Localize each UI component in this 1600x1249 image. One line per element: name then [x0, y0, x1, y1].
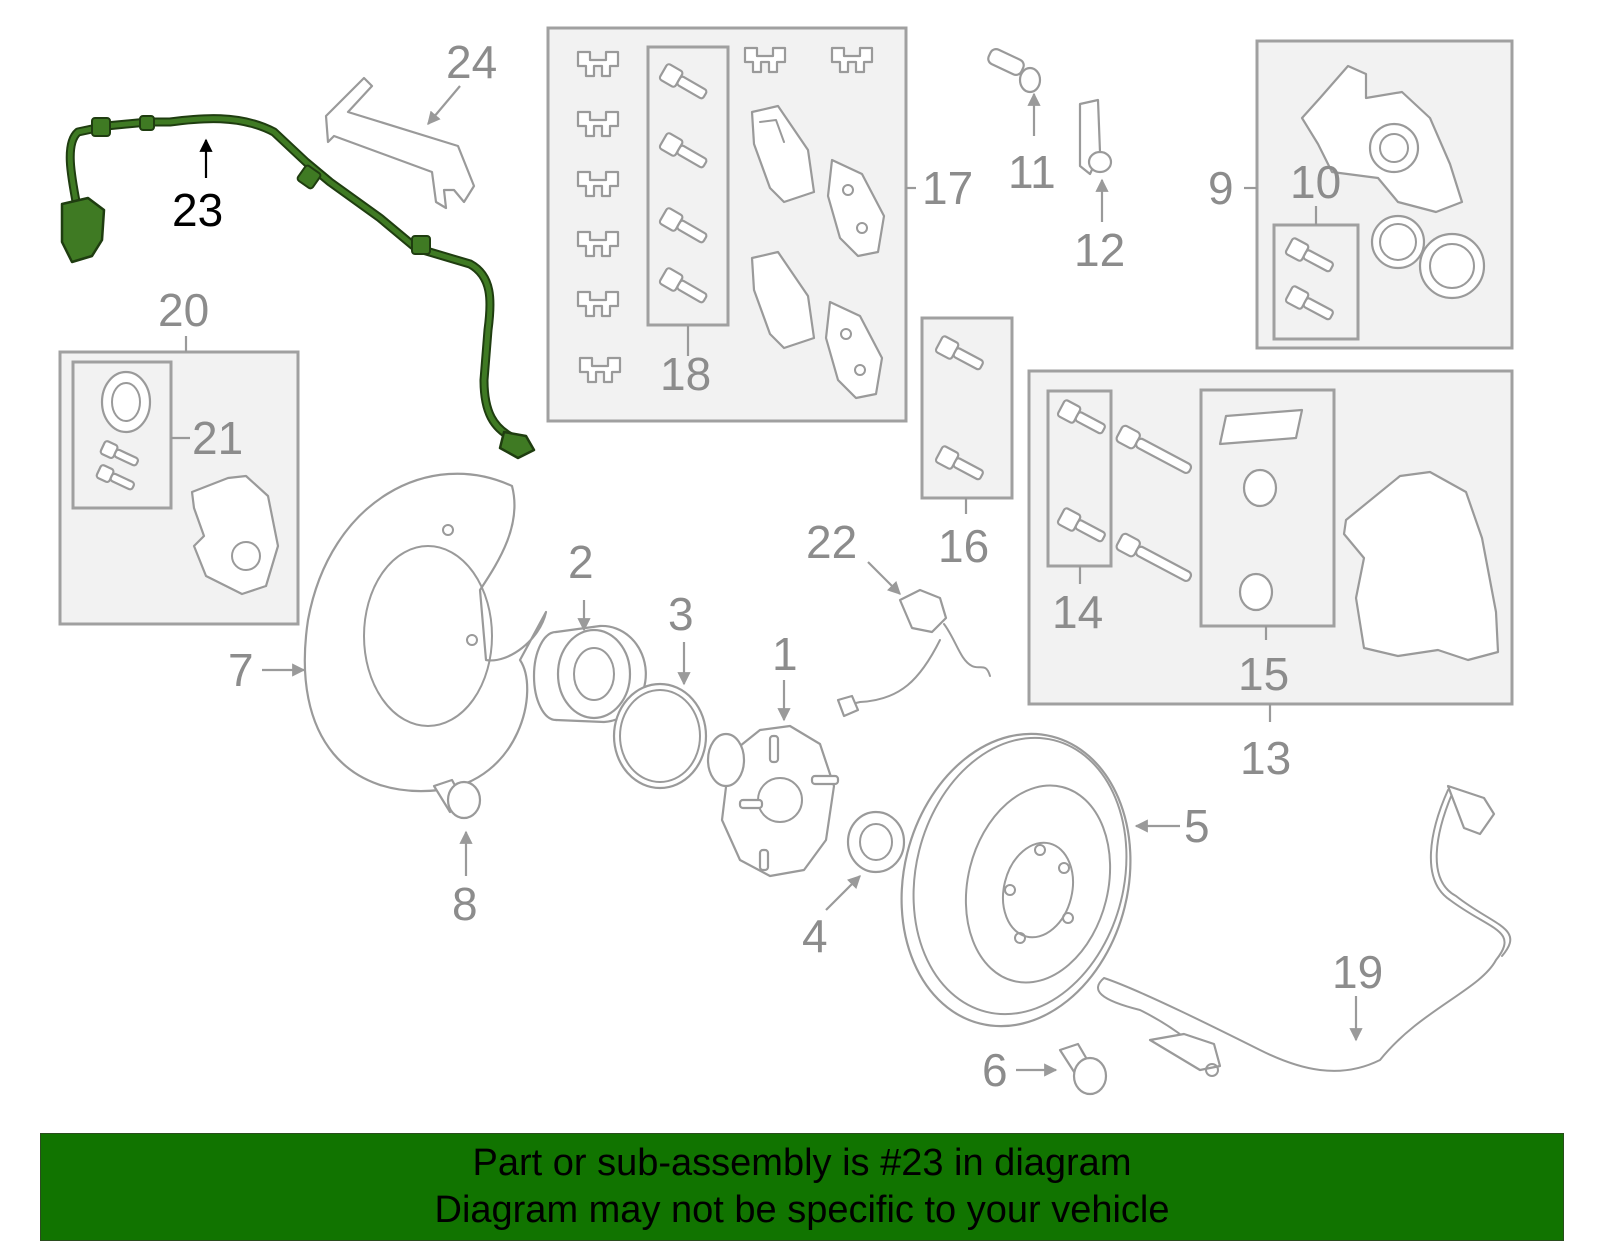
part-12-bracket: [1078, 98, 1113, 176]
brake-pads: [750, 104, 886, 400]
part-19-sensor-harness: [1097, 784, 1512, 1077]
callout-labels: 1 2 3 4 5 6 7 8 9 10 11 12 13 14 15 16 1…: [158, 36, 1383, 1096]
part-15-kit: [1218, 408, 1304, 612]
callout-9: 9: [1208, 162, 1234, 214]
guide-pins: [1115, 424, 1193, 583]
part-3-snap-ring: [612, 682, 708, 790]
part-11-bleeder: [987, 48, 1042, 94]
callout-13: 13: [1240, 732, 1291, 784]
callout-21: 21: [192, 412, 243, 464]
callout-7: 7: [228, 644, 254, 696]
part-10-bolts: [1284, 237, 1334, 321]
part-2-wheel-bearing: [532, 624, 647, 724]
part-7-dust-shield: [303, 472, 548, 793]
part-21-seal-kit: [95, 370, 152, 491]
callout-3: 3: [668, 588, 694, 640]
part-9-caliper: [1300, 64, 1486, 300]
part-info-banner: Part or sub-assembly is #23 in diagram D…: [40, 1133, 1564, 1241]
banner-line-part-number: Part or sub-assembly is #23 in diagram: [472, 1142, 1132, 1184]
callout-10: 10: [1290, 156, 1341, 208]
part-14-bolts: [1056, 399, 1106, 543]
part-24-bracket: [324, 76, 476, 210]
part-5-rotor: [900, 732, 1132, 1028]
callout-24: 24: [446, 36, 497, 88]
anti-rattle-clips: [576, 46, 874, 384]
group-box-10: [1272, 223, 1360, 341]
callout-1: 1: [772, 628, 798, 680]
callout-16: 16: [938, 520, 989, 572]
callout-14: 14: [1052, 586, 1103, 638]
part-16-bolts: [934, 335, 984, 481]
callout-6: 6: [982, 1044, 1008, 1096]
callout-5: 5: [1184, 800, 1210, 852]
banner-line-disclaimer: Diagram may not be specific to your vehi…: [434, 1189, 1170, 1231]
callout-17: 17: [922, 162, 973, 214]
part-23-highlighted-harness: [60, 114, 536, 460]
callout-23: 23: [172, 184, 223, 236]
part-4-hub-nut: [846, 810, 906, 874]
part-6-screw: [1058, 1042, 1108, 1096]
callout-22: 22: [806, 516, 857, 568]
callout-11: 11: [1008, 146, 1056, 198]
callout-12: 12: [1074, 224, 1125, 276]
leader-lines: [171, 85, 1363, 1077]
callout-2: 2: [568, 536, 594, 588]
guide-bolts: [658, 63, 708, 304]
part-22-speed-sensor: [836, 588, 991, 718]
callout-8: 8: [452, 878, 478, 930]
callout-19: 19: [1332, 946, 1383, 998]
part-1-hub: [706, 724, 840, 878]
part-13-caliper-bracket: [1342, 470, 1500, 662]
brake-assembly-diagram: 1 2 3 4 5 6 7 8 9 10 11 12 13 14 15 16 1…: [58, 26, 1514, 1096]
callout-4: 4: [802, 910, 828, 962]
callout-18: 18: [660, 348, 711, 400]
callout-20: 20: [158, 284, 209, 336]
callout-15: 15: [1238, 648, 1289, 700]
part-8-bolt: [432, 778, 482, 820]
